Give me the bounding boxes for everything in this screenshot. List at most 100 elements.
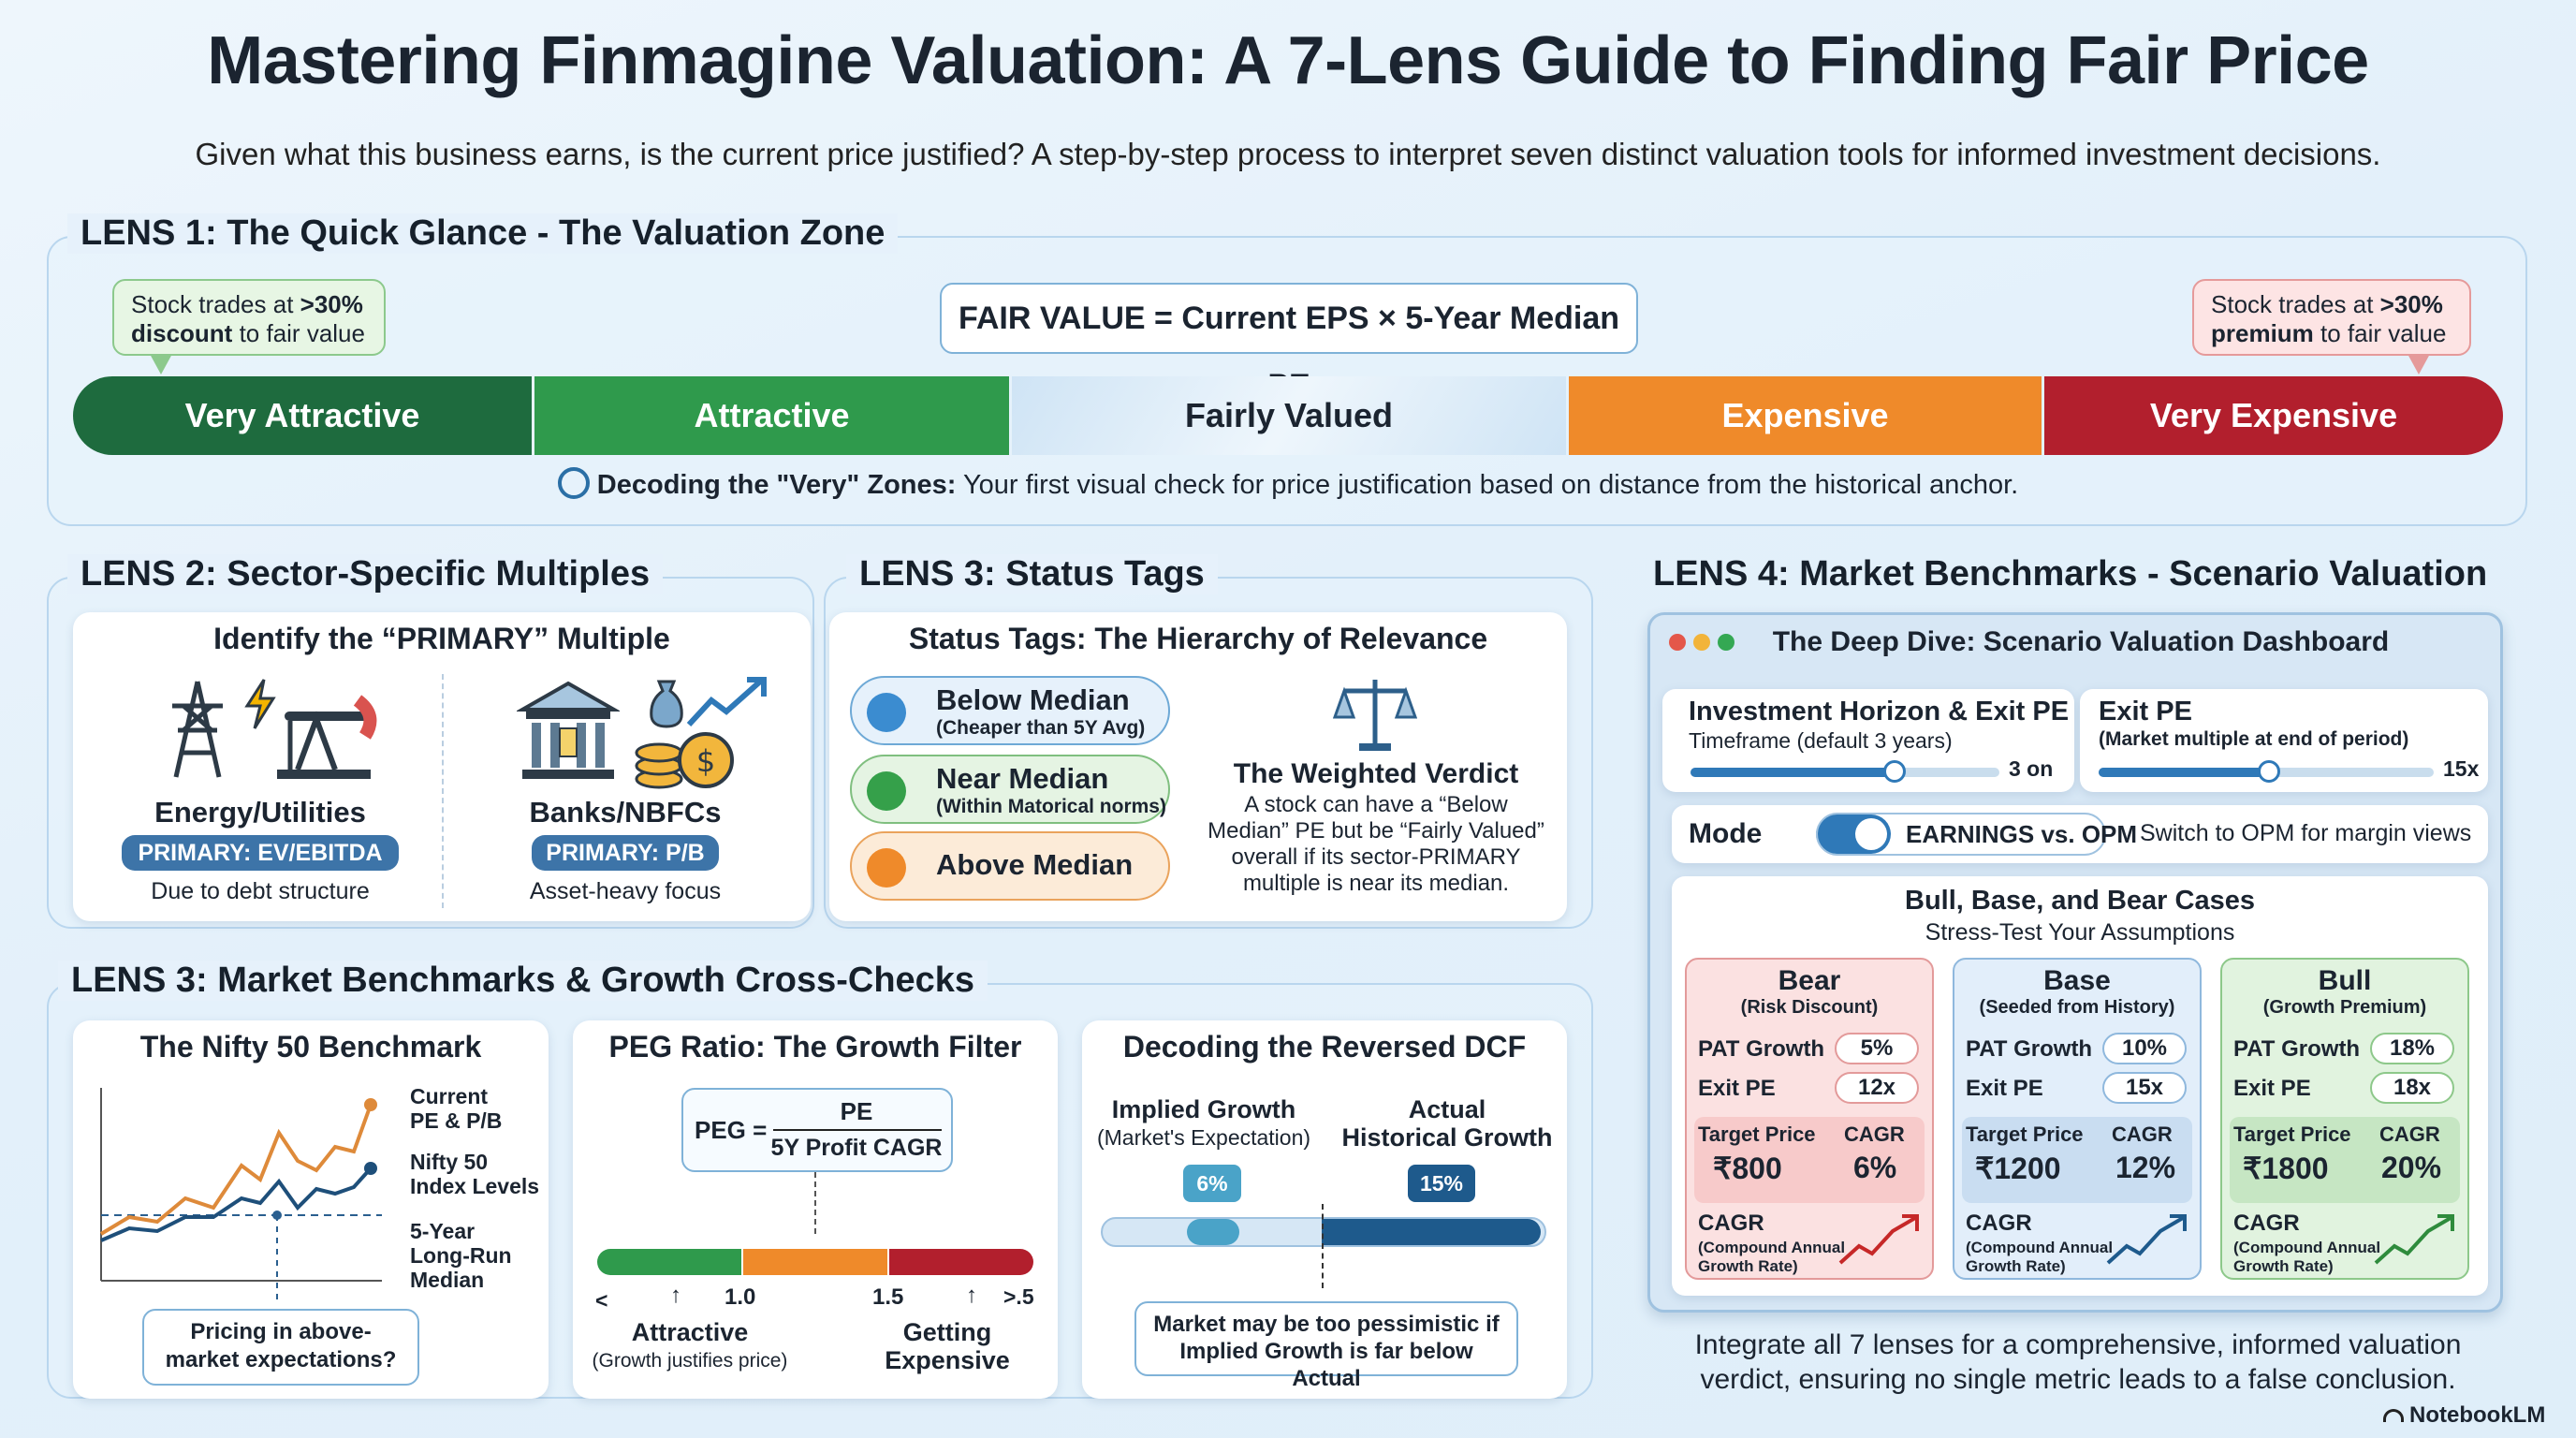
bull-target-label: Target Price (2233, 1123, 2351, 1146)
horizon-value: 3 on (2009, 756, 2054, 781)
up-arrow-icon: ↑ (966, 1283, 977, 1308)
banks-reason: Asset-heavy focus (529, 878, 722, 904)
bear-exit-label: Exit PE (1698, 1076, 1776, 1101)
bull-target-box (2230, 1117, 2460, 1203)
implied-growth-badge: 6% (1183, 1165, 1241, 1202)
bear-target-label: Target Price (1698, 1123, 1816, 1146)
fair-value-formula: FAIR VALUE = Current EPS × 5-Year Median… (940, 283, 1638, 404)
peg-attractive-sub: (Growth justifies price) (592, 1350, 788, 1372)
implied-growth-marker (1187, 1219, 1239, 1245)
premium-callout: Stock trades at >30%premium to fair valu… (2192, 279, 2471, 356)
bull-name: Bull (2318, 965, 2372, 996)
mode-label: Mode (1689, 818, 1763, 849)
nifty-legend-index: Nifty 50 Index Levels (410, 1150, 540, 1198)
exit-pe-card: Exit PE (Market multiple at end of perio… (2080, 689, 2488, 792)
exit-pe-value: 15x (2443, 756, 2480, 781)
page-subtitle: Given what this business earns, is the c… (195, 137, 2381, 171)
window-maximize-dot[interactable] (1718, 634, 1734, 651)
bull-sub: (Growth Premium) (2262, 997, 2427, 1018)
base-target-label: Target Price (1966, 1123, 2084, 1146)
dcf-divider (1322, 1204, 1324, 1288)
dcf-title: Decoding the Reversed DCF (1122, 1030, 1527, 1064)
nifty-note: Pricing in above-market expectations? (142, 1309, 419, 1386)
base-target-box (1962, 1117, 2192, 1203)
notebooklm-brand: NotebookLM (2383, 1402, 2545, 1429)
bear-cagr-label: CAGR (1844, 1123, 1905, 1146)
lens1-title: LENS 1: The Quick Glance - The Valuation… (67, 213, 899, 254)
tag-near-sub: (Within Matorical norms) (936, 796, 1166, 817)
trend-up-icon (2374, 1214, 2454, 1265)
base-exit-label: Exit PE (1966, 1076, 2043, 1101)
bull-exit-value: 18x (2370, 1072, 2454, 1104)
base-sub: (Seeded from History) (1979, 997, 2175, 1018)
exit-pe-sub: (Market multiple at end of period) (2099, 728, 2409, 750)
horizon-card: Investment Horizon & Exit PE Timeframe (… (1662, 689, 2074, 792)
exit-pe-title: Exit PE (2099, 697, 2192, 726)
mode-card: Mode EARNINGS vs. OPM Switch to OPM for … (1672, 805, 2488, 863)
peg-tick-gt: >.5 (1003, 1284, 1034, 1309)
peg-tick-lt: < (595, 1288, 608, 1313)
weighted-verdict-title: The Weighted Verdict (1233, 758, 1519, 789)
bull-pat-label: PAT Growth (2233, 1036, 2361, 1062)
horizon-slider-handle[interactable] (1883, 760, 1906, 783)
base-cagr-label: CAGR (2112, 1123, 2173, 1146)
energy-sector-name: Energy/Utilities (154, 796, 366, 829)
energy-primary-badge: PRIMARY: EV/EBITDA (122, 835, 399, 871)
tag-near-label: Near Median (936, 762, 1109, 795)
exit-pe-slider-fill (2099, 768, 2274, 777)
svg-text:$: $ (696, 743, 715, 779)
money-bag-icon (650, 680, 683, 728)
mode-toggle-knob (1855, 818, 1887, 850)
premium-callout-pointer (2408, 354, 2430, 374)
base-pat-value: 10% (2102, 1033, 2187, 1064)
banks-primary-badge: PRIMARY: P/B (532, 835, 719, 871)
bear-pat-label: PAT Growth (1698, 1036, 1825, 1062)
bull-cagr-label: CAGR (2379, 1123, 2440, 1146)
base-exit-value: 15x (2102, 1072, 2187, 1104)
nifty-card: The Nifty 50 Benchmark Current PE & P/B … (73, 1020, 549, 1399)
dcf-card: Decoding the Reversed DCF Implied Growth… (1082, 1020, 1567, 1399)
bear-cagr-long: CAGR (1698, 1211, 1764, 1236)
footer-summary: Integrate all 7 lenses for a comprehensi… (1694, 1329, 2462, 1395)
cases-title: Bull, Base, and Bear Cases (1905, 886, 2255, 916)
window-close-dot[interactable] (1669, 634, 1686, 651)
bull-cagr-value: 20% (2381, 1151, 2442, 1184)
lens4-title: LENS 4: Market Benchmarks - Scenario Val… (1653, 554, 2488, 594)
bear-pat-value: 5% (1835, 1033, 1919, 1064)
peg-title: PEG Ratio: The Growth Filter (608, 1030, 1022, 1064)
bear-target-value: ₹800 (1713, 1152, 1782, 1185)
blue-dot-icon (867, 693, 906, 732)
bull-exit-label: Exit PE (2233, 1076, 2311, 1101)
horizon-slider-track[interactable] (1690, 768, 1999, 777)
zone-expensive: Expensive (1569, 376, 2042, 455)
bear-sub: (Risk Discount) (1740, 997, 1879, 1018)
base-target-value: ₹1200 (1975, 1152, 2061, 1185)
scale-icon (1333, 680, 1417, 751)
green-dot-icon (867, 771, 906, 811)
tag-below-label: Below Median (936, 683, 1130, 716)
orange-dot-icon (867, 848, 906, 888)
nifty-legend-current: Current PE & P/B (410, 1084, 503, 1133)
bull-target-value: ₹1800 (2243, 1152, 2329, 1185)
bull-case-card: Bull (Growth Premium) PAT Growth 18% Exi… (2220, 958, 2469, 1280)
horizon-sub: Timeframe (default 3 years) (1689, 728, 1953, 753)
magnifier-icon (557, 467, 590, 500)
coin-stack-icon: $ (635, 732, 734, 789)
peg-bar-orange (743, 1249, 887, 1275)
mode-hint: Switch to OPM for margin views (2140, 820, 2472, 846)
tag-above-median: Above Median (850, 831, 1170, 901)
lens2-title: LENS 2: Sector-Specific Multiples (67, 554, 664, 594)
exit-pe-slider-handle[interactable] (2258, 760, 2280, 783)
window-minimize-dot[interactable] (1693, 634, 1710, 651)
cases-sub: Stress-Test Your Assumptions (1925, 919, 2235, 946)
horizon-slider-fill (1690, 768, 1892, 777)
peg-bar-green (597, 1249, 741, 1275)
tag-below-median: Below Median (Cheaper than 5Y Avg) (850, 676, 1170, 745)
base-cagr-value: 12% (2115, 1151, 2176, 1184)
lens3-status-title: LENS 3: Status Tags (846, 554, 1218, 594)
